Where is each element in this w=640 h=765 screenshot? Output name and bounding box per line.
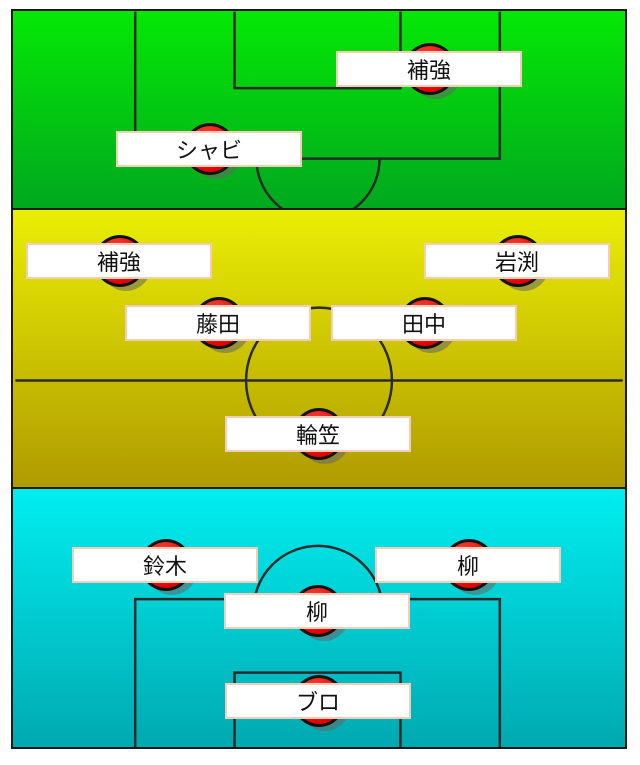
formation-board: 補強 シャビ 補強 岩渕 藤田 田中 輪笠: [11, 9, 627, 749]
player-name-label: 藤田: [125, 305, 311, 341]
player-name-label: ブロ: [225, 683, 411, 719]
player-name-label: 鈴木: [72, 547, 258, 583]
player-name-label: 田中: [331, 305, 517, 341]
player-name-label: 柳: [375, 547, 561, 583]
defense-zone: 鈴木 柳 柳 ブロ: [13, 489, 625, 747]
player-name-label: 補強: [26, 243, 212, 279]
player-name-label: 輪笠: [225, 416, 411, 452]
penalty-area-lines: [133, 11, 502, 208]
attack-zone: 補強 シャビ: [13, 11, 625, 208]
player-name-label: 柳: [224, 593, 410, 629]
midfield-zone: 補強 岩渕 藤田 田中 輪笠: [13, 208, 625, 489]
player-name-label: 岩渕: [424, 243, 610, 279]
player-name-label: シャビ: [116, 131, 302, 167]
player-name-label: 補強: [336, 51, 522, 87]
